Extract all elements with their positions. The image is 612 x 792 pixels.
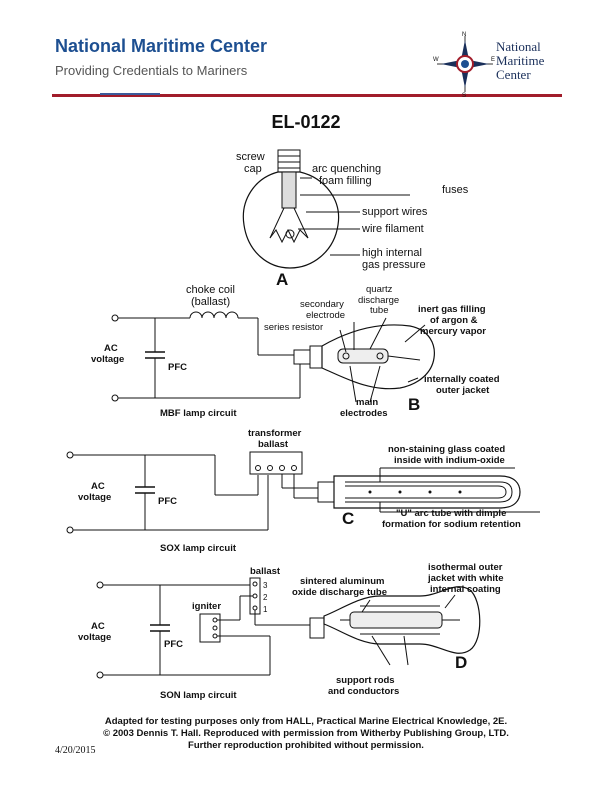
logo-text: National Maritime Center	[496, 40, 544, 82]
label-electrode: electrode	[306, 310, 345, 321]
label-series-resistor: series resistor	[264, 322, 323, 333]
panel-letter-a: A	[276, 270, 288, 289]
logo-line: Maritime	[496, 53, 545, 68]
label-support-wires: support wires	[362, 206, 428, 218]
label-ac-d: AC	[91, 621, 105, 632]
footer-line-1: Adapted for testing purposes only from H…	[104, 716, 508, 727]
label-secondary: secondary	[300, 299, 344, 310]
label-discharge: discharge	[358, 295, 399, 306]
label-sintered: sintered aluminum	[300, 576, 384, 587]
panel-b: choke coil (ballast) secondary electrode…	[91, 284, 500, 419]
label-oxide-tube: oxide discharge tube	[292, 587, 387, 598]
label-foam-filling: foam filling	[319, 175, 372, 187]
panel-letter-b: B	[408, 395, 420, 414]
header-divider-accent	[100, 93, 160, 95]
label-tube: tube	[370, 305, 389, 316]
circuit-sox: SOX lamp circuit	[160, 543, 237, 554]
label-ac-c: AC	[91, 481, 105, 492]
footer-line-3: Further reproduction prohibited without …	[188, 740, 424, 751]
footer-date: 4/20/2015	[55, 745, 96, 756]
header-divider	[52, 94, 562, 97]
header-subtitle: Providing Credentials to Mariners	[55, 63, 248, 78]
label-support-rods: support rods	[336, 675, 395, 686]
label-pfc-d: PFC	[164, 639, 183, 650]
terminal-2: 2	[263, 593, 268, 602]
label-mercury: mercury vapor	[420, 326, 486, 337]
label-ballast-c: ballast	[258, 439, 289, 450]
label-indium: inside with indium-oxide	[394, 455, 505, 466]
label-pfc-c: PFC	[158, 496, 177, 507]
label-fuses: fuses	[442, 184, 469, 196]
circuit-son: SON lamp circuit	[160, 690, 237, 701]
label-pfc: PFC	[168, 362, 187, 373]
label-internally-coated: internally coated	[424, 374, 500, 385]
label-gas-pressure: gas pressure	[362, 259, 426, 271]
footer-line-2: © 2003 Dennis T. Hall. Reproduced with p…	[103, 728, 509, 739]
label-screw: screw	[236, 151, 265, 163]
panel-d: 3 2 1 ballast sintered aluminum oxide di…	[78, 562, 504, 701]
compass-w: W	[433, 57, 439, 63]
label-non-staining: non-staining glass coated	[388, 444, 505, 455]
label-white-jacket: jacket with white	[427, 573, 504, 584]
label-arc-quenching: arc quenching	[312, 163, 381, 175]
label-ac: AC	[104, 343, 118, 354]
label-main: main	[356, 397, 378, 408]
compass-n: N	[462, 32, 466, 38]
document-id: EL-0122	[271, 112, 341, 132]
panel-letter-c: C	[342, 509, 354, 528]
label-u-tube: "U" arc tube with dimple	[396, 508, 506, 519]
label-argon: of argon &	[430, 315, 478, 326]
logo-line: Center	[496, 67, 531, 82]
label-transformer: transformer	[248, 428, 302, 439]
label-high-internal: high internal	[362, 247, 422, 259]
circuit-mbf: MBF lamp circuit	[160, 408, 237, 419]
label-inert-gas: inert gas filling	[418, 304, 486, 315]
panel-letter-d: D	[455, 653, 467, 672]
label-igniter: igniter	[192, 601, 221, 612]
label-ballast-d: ballast	[250, 566, 281, 577]
label-quartz: quartz	[366, 284, 393, 295]
terminal-1: 1	[263, 605, 268, 614]
label-sodium: formation for sodium retention	[382, 519, 521, 530]
header-title: National Maritime Center	[55, 36, 268, 56]
label-wire-filament: wire filament	[361, 223, 424, 235]
panel-a: screw cap arc quenching foam filling fus…	[236, 149, 469, 289]
label-voltage-c: voltage	[78, 492, 111, 503]
terminal-3: 3	[263, 581, 268, 590]
label-internal-coating: internal coating	[430, 584, 501, 595]
label-choke-coil: choke coil	[186, 284, 235, 296]
compass-s: S	[462, 93, 466, 99]
panel-c: transformer ballast non-staining glass c…	[66, 428, 540, 554]
label-conductors: and conductors	[328, 686, 399, 697]
compass-e: E	[491, 57, 495, 63]
label-isothermal: isothermal outer	[428, 562, 503, 573]
label-electrodes: electrodes	[340, 408, 388, 419]
label-outer-jacket: outer jacket	[436, 385, 490, 396]
label-ballast: (ballast)	[191, 296, 230, 308]
compass-logo-icon: N E S W	[433, 32, 495, 99]
label-cap: cap	[244, 163, 262, 175]
label-voltage: voltage	[91, 354, 124, 365]
logo-line: National	[496, 39, 541, 54]
label-voltage-d: voltage	[78, 632, 111, 643]
